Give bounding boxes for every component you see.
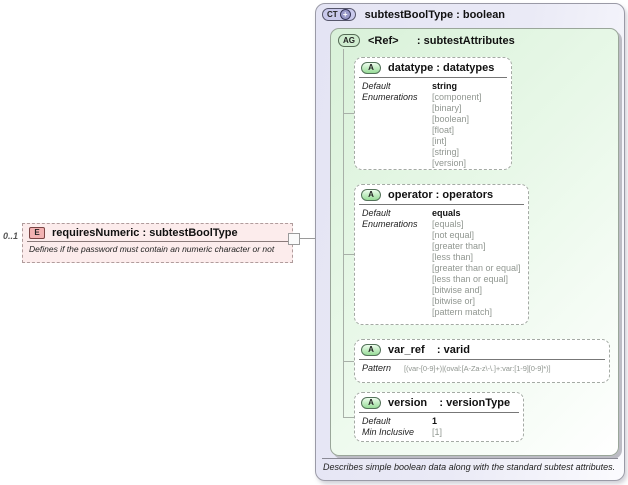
attribute-version-header: A version : versionType xyxy=(359,393,519,413)
element-annotation: Defines if the password must contain an … xyxy=(29,244,275,254)
element-title: requiresNumeric : subtestBoolType xyxy=(52,227,238,239)
attribute-operator-box[interactable]: A operator : operators Default equals En… xyxy=(354,184,529,325)
tree-vertical-line xyxy=(343,49,344,417)
attribute-version-title: version : versionType xyxy=(388,397,511,409)
default-label: Default xyxy=(362,81,391,91)
tree-stub-operator xyxy=(343,254,354,255)
attribute-operator-header: A operator : operators xyxy=(359,185,524,205)
tree-stub-var-ref xyxy=(343,361,354,362)
enumerations-values: [equals] [not equal] [greater than] [les… xyxy=(432,219,521,317)
connector-line xyxy=(293,238,316,239)
pattern-label: Pattern xyxy=(362,363,392,373)
attribute-var-ref-header: A var_ref : varid xyxy=(359,340,605,360)
min-inclusive-value: [1] xyxy=(432,427,443,437)
attribute-group-badge: AG xyxy=(338,34,360,47)
attribute-group-header[interactable]: AG <Ref> : subtestAttributes xyxy=(338,34,515,47)
complex-type-badge: CT+ xyxy=(322,8,356,21)
complex-type-title: subtestBoolType : boolean xyxy=(364,8,506,21)
attribute-badge: A xyxy=(361,62,381,74)
attribute-badge: A xyxy=(361,344,381,356)
enumerations-values: [component] [binary] [boolean] [float] [… xyxy=(432,92,482,168)
footer-divider xyxy=(322,458,618,459)
element-requiresNumeric-box[interactable]: E requiresNumeric : subtestBoolType Defi… xyxy=(22,223,293,263)
min-inclusive-label: Min Inclusive xyxy=(362,427,415,437)
complex-type-annotation: Describes simple boolean data along with… xyxy=(323,462,616,472)
attribute-group-box: AG <Ref> : subtestAttributes A datatype … xyxy=(330,28,619,456)
default-value: 1 xyxy=(432,416,438,426)
attribute-operator-title: operator : operators xyxy=(388,189,494,201)
attribute-badge: A xyxy=(361,397,381,409)
attribute-datatype-header: A datatype : datatypes xyxy=(359,58,507,78)
attribute-datatype-box[interactable]: A datatype : datatypes Default string En… xyxy=(354,57,512,170)
tree-stub-datatype xyxy=(343,113,354,114)
cardinality-label: 0..1 xyxy=(3,231,19,241)
attribute-var-ref-box[interactable]: A var_ref : varid Pattern [(var-[0-9]+)|… xyxy=(354,339,610,383)
attribute-group-title: <Ref> : subtestAttributes xyxy=(368,34,515,47)
element-badge: E xyxy=(29,227,45,239)
enumerations-label: Enumerations xyxy=(362,219,418,229)
plus-icon: + xyxy=(339,9,351,20)
default-value: string xyxy=(432,81,458,91)
complex-type-header[interactable]: CT+ subtestBoolType : boolean xyxy=(322,8,505,21)
element-header: E requiresNumeric : subtestBoolType xyxy=(27,224,288,242)
pattern-value: [(var-[0-9]+)|(oval:[A-Za-z\-\.]+:var:[1… xyxy=(404,364,551,373)
enumerations-label: Enumerations xyxy=(362,92,418,102)
default-value: equals xyxy=(432,208,461,218)
default-label: Default xyxy=(362,416,391,426)
attribute-version-box[interactable]: A version : versionType Default 1 Min In… xyxy=(354,392,524,442)
attribute-badge: A xyxy=(361,189,381,201)
connector-square xyxy=(288,233,300,245)
default-label: Default xyxy=(362,208,391,218)
attribute-datatype-title: datatype : datatypes xyxy=(388,62,495,74)
tree-stub-version xyxy=(343,417,354,418)
complex-type-box: CT+ subtestBoolType : boolean AG <Ref> :… xyxy=(315,3,625,481)
attribute-var-ref-title: var_ref : varid xyxy=(388,344,470,356)
